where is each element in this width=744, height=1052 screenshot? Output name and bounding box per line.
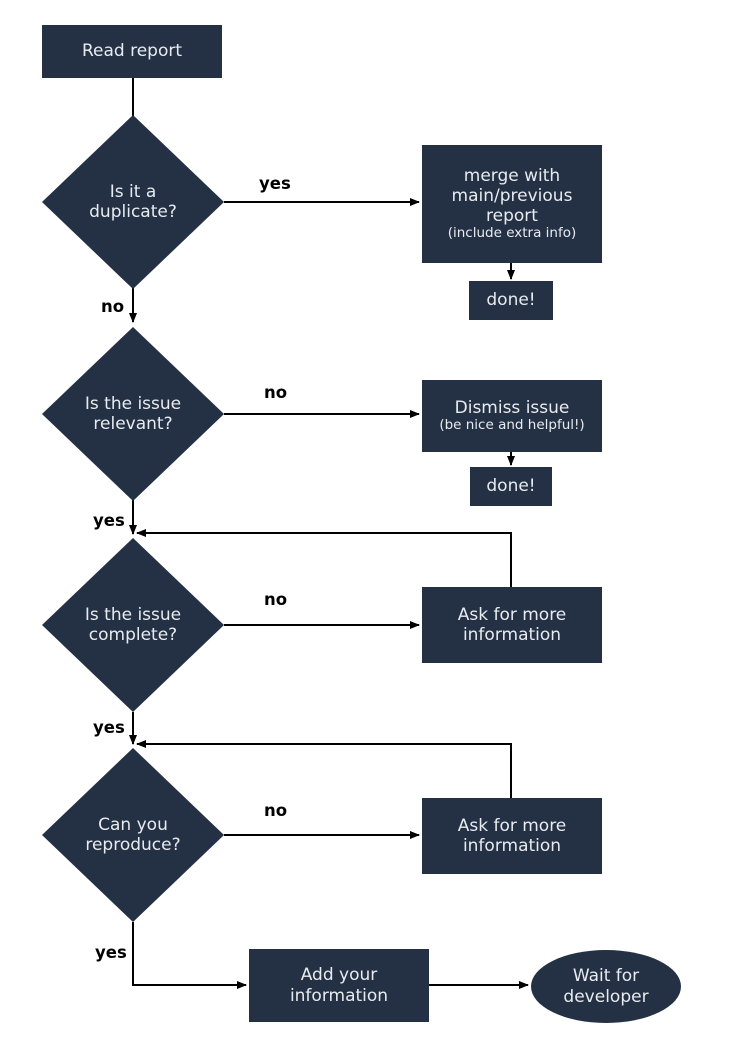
edge-label-relevant-yes: yes (93, 511, 125, 530)
edge-label-relevant-no: no (264, 383, 288, 402)
node-is-complete-line2: complete? (88, 625, 178, 645)
node-ask-more-complete-line1: Ask for more (457, 604, 567, 625)
node-merge-report-note: (include extra info) (447, 225, 577, 242)
edge-label-complete-yes: yes (93, 718, 125, 737)
node-add-your-information-line2: information (289, 985, 389, 1006)
node-done-merge-label: done! (486, 290, 536, 311)
node-add-your-information[interactable]: Add your information (249, 949, 429, 1022)
node-dismiss-issue[interactable]: Dismiss issue (be nice and helpful!) (422, 380, 602, 452)
node-is-relevant-line2: relevant? (93, 414, 173, 434)
edge-label-duplicate-yes: yes (259, 174, 291, 193)
node-ask-more-reproduce-line1: Ask for more (457, 815, 567, 836)
node-dismiss-issue-note: (be nice and helpful!) (439, 417, 585, 434)
node-wait-for-developer[interactable]: Wait for developer (531, 950, 681, 1023)
node-read-report[interactable]: Read report (42, 25, 222, 78)
node-wait-for-developer-line2: developer (563, 986, 649, 1007)
node-ask-more-complete-line2: information (462, 625, 562, 645)
node-done-merge[interactable]: done! (469, 281, 553, 320)
node-can-reproduce-line2: reproduce? (85, 835, 181, 855)
node-is-duplicate-line2: duplicate? (89, 202, 177, 222)
node-wait-for-developer-line1: Wait for (572, 966, 640, 987)
node-is-complete-line1: Is the issue (84, 604, 182, 625)
node-merge-report-line2: main/previous (451, 186, 573, 207)
node-can-reproduce-line1: Can you (98, 814, 168, 835)
node-is-duplicate-line1: Is it a (109, 181, 157, 202)
edge-label-duplicate-no: no (101, 297, 125, 316)
node-done-dismiss[interactable]: done! (470, 467, 552, 506)
node-read-report-label: Read report (81, 41, 183, 62)
node-done-dismiss-label: done! (486, 476, 536, 497)
node-merge-report[interactable]: merge with main/previous report (include… (422, 145, 602, 263)
node-merge-report-line1: merge with (463, 165, 561, 186)
edge-label-reproduce-no: no (264, 801, 288, 820)
node-ask-more-reproduce-line2: information (462, 836, 562, 856)
node-is-relevant-line1: Is the issue (84, 393, 182, 414)
node-ask-more-complete[interactable]: Ask for more information (422, 587, 602, 663)
node-dismiss-issue-line1: Dismiss issue (454, 398, 570, 419)
node-add-your-information-line1: Add your (300, 965, 378, 986)
edge-label-complete-no: no (264, 590, 288, 609)
node-ask-more-reproduce[interactable]: Ask for more information (422, 798, 602, 874)
edge-label-reproduce-yes: yes (95, 943, 127, 962)
node-merge-report-line3: report (486, 206, 538, 227)
